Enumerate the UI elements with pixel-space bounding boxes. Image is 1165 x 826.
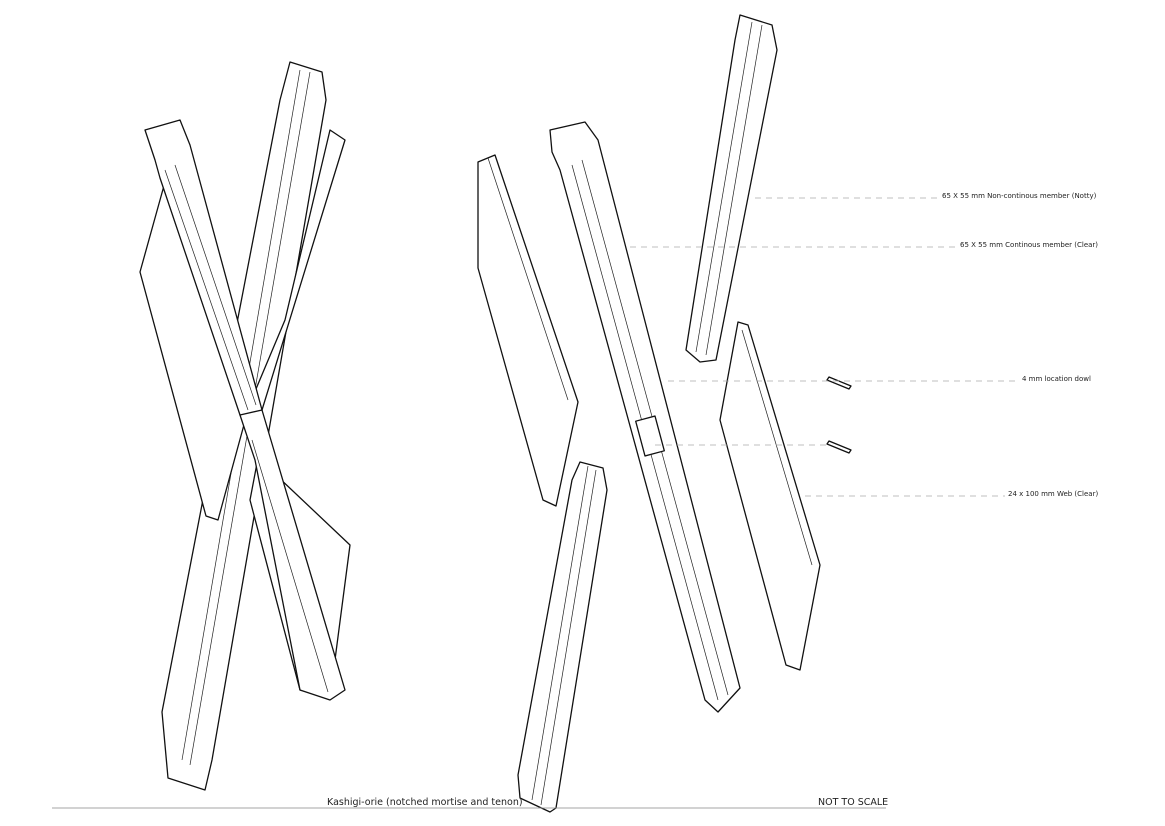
web-left: [477, 154, 579, 507]
label-web: 24 x 100 mm Web (Clear): [1008, 490, 1099, 498]
exploded-joint: [477, 14, 852, 813]
drawing-title: Kashigi-orie (notched mortise and tenon): [327, 797, 523, 808]
noncontinuous-member-top: [685, 14, 778, 363]
label-dowel: 4 mm location dowl: [1022, 375, 1091, 383]
assembled-web-left: [139, 181, 249, 521]
web-right: [719, 321, 821, 671]
noncontinuous-member-bottom: [517, 461, 608, 813]
tenon-notch: [635, 415, 665, 457]
dowel-top: [826, 376, 852, 390]
scale-note: NOT TO SCALE: [818, 797, 889, 808]
assembled-joint: [139, 61, 351, 791]
dowel-bottom: [826, 440, 852, 454]
assembled-continuous-member-lower: [239, 409, 346, 701]
label-noncontinuous-member: 65 X 55 mm Non-continous member (Notty): [942, 192, 1097, 200]
label-continuous-member: 65 X 55 mm Continous member (Clear): [960, 241, 1099, 249]
